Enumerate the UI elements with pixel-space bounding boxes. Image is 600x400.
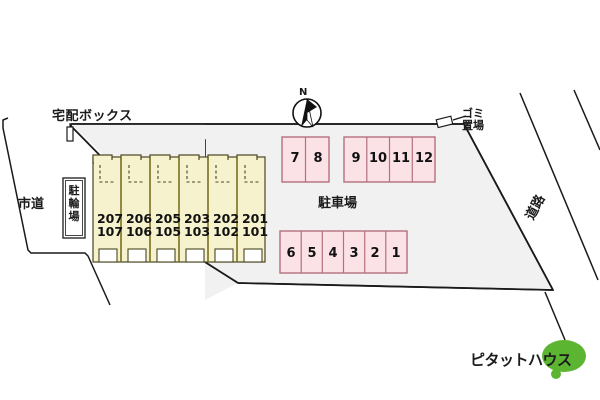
building-entry-porches [98,248,263,263]
unit-label-5: 202 102 [211,212,241,238]
stall-label-12: 12 [414,151,434,166]
road-far-edge-2 [573,89,600,151]
stall-label-1: 1 [391,246,401,261]
stall-label-6: 6 [286,246,296,261]
unit-label-1: 207 107 [95,212,125,238]
stall-label-7: 7 [290,151,300,166]
parking-group-top-left [281,136,330,183]
property-bottom-edge [237,282,554,291]
unit-upper-1: 207 [96,211,124,226]
road-far-edge [519,92,599,281]
unit-lower-3: 105 [154,224,182,239]
bicycle-parking-box-inner [65,180,83,236]
compass-icon [292,98,322,128]
unit-lower-5: 102 [212,224,240,239]
property-right-edge [463,123,554,291]
unit-label-2: 206 106 [124,212,154,238]
unit-upper-2: 206 [125,211,153,226]
unit-upper-6: 201 [241,211,269,226]
stall-label-4: 4 [328,246,338,261]
stall-label-8: 8 [313,151,323,166]
logo-bubble-icon [542,340,586,379]
stall-label-9: 9 [351,151,361,166]
unit-label-6: 201 101 [240,212,270,238]
brand-logo-text: ピタットハウス [470,351,572,369]
delivery-box-marker [66,126,74,142]
stall-label-2: 2 [370,246,380,261]
city-road-label: 市道 [18,197,45,212]
unit-upper-5: 202 [212,211,240,226]
unit-lower-1: 107 [96,224,124,239]
road-inner-edge [544,291,566,341]
unit-lower-2: 106 [125,224,153,239]
stall-label-3: 3 [349,246,359,261]
bicycle-parking-box [62,177,86,239]
unit-label-4: 203 103 [182,212,212,238]
stall-label-10: 10 [368,151,388,166]
garbage-area-label: ゴミ 置場 [462,108,484,132]
garbage-area-label-line2: 置場 [462,119,484,132]
unit-label-3: 205 105 [153,212,183,238]
building-stair-marks [99,165,261,183]
delivery-box-label: 宅配ボックス [52,109,133,124]
compass-north-label: N [299,87,308,98]
bicycle-parking-label-char-3: 場 [68,210,80,223]
parking-lot-label: 駐車場 [318,196,358,211]
stall-label-5: 5 [307,246,317,261]
building-unit-dividers [120,157,238,262]
garbage-area-label-line1: ゴミ [462,107,484,120]
unit-lower-6: 101 [241,224,269,239]
unit-upper-4: 203 [183,211,211,226]
stall-label-11: 11 [391,151,411,166]
bicycle-parking-label: 駐 輪 場 [66,184,82,223]
unit-upper-3: 205 [154,211,182,226]
city-road-outline [2,117,111,306]
bicycle-parking-label-char-1: 駐 [68,184,80,197]
parking-group-top-right [343,136,436,183]
parking-group-bottom [279,230,408,274]
garbage-area-marker [435,115,467,129]
unit-lower-4: 103 [183,224,211,239]
bicycle-parking-label-char-2: 輪 [68,197,80,210]
